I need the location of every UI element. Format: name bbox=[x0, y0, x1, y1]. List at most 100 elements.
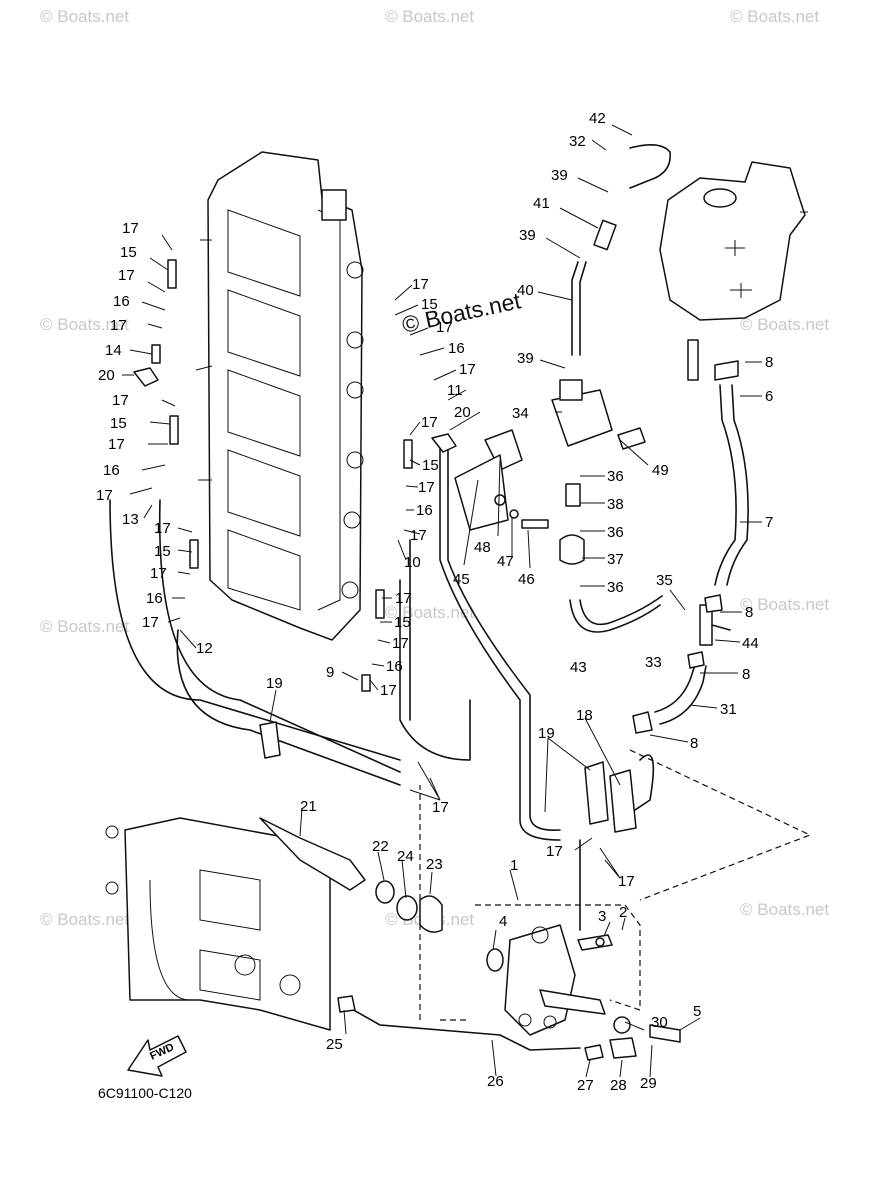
callout-17: 17 bbox=[546, 843, 563, 860]
callout-8: 8 bbox=[765, 354, 773, 371]
callout-17: 17 bbox=[150, 565, 167, 582]
watermark: © Boats.net bbox=[385, 603, 474, 622]
callout-17: 17 bbox=[108, 436, 125, 453]
callout-16: 16 bbox=[448, 340, 465, 357]
callout-16: 16 bbox=[386, 658, 403, 675]
callout-19: 19 bbox=[266, 675, 283, 692]
callout-46: 46 bbox=[518, 571, 535, 588]
callout-17: 17 bbox=[395, 590, 412, 607]
callout-17: 17 bbox=[118, 267, 135, 284]
callout-29: 29 bbox=[640, 1075, 657, 1092]
callout-28: 28 bbox=[610, 1077, 627, 1094]
callout-17: 17 bbox=[380, 682, 397, 699]
hardware bbox=[133, 259, 739, 1061]
callout-41: 41 bbox=[533, 195, 550, 212]
callout-31: 31 bbox=[720, 701, 737, 718]
callout-8: 8 bbox=[745, 604, 753, 621]
callout-17: 17 bbox=[436, 319, 453, 336]
callout-14: 14 bbox=[105, 342, 122, 359]
callout-17: 17 bbox=[154, 520, 171, 537]
callout-24: 24 bbox=[397, 848, 414, 865]
callout-40: 40 bbox=[517, 282, 534, 299]
callout-21: 21 bbox=[300, 798, 317, 815]
watermark: © Boats.net bbox=[385, 7, 474, 26]
callout-17: 17 bbox=[392, 635, 409, 652]
callout-8: 8 bbox=[690, 735, 698, 752]
callout-17: 17 bbox=[110, 317, 127, 334]
callout-3: 3 bbox=[598, 908, 606, 925]
watermark: © Boats.net bbox=[740, 900, 829, 919]
hoses bbox=[109, 144, 812, 1051]
lower-engine-block bbox=[105, 817, 331, 1031]
callout-1: 1 bbox=[510, 857, 518, 874]
callout-35: 35 bbox=[656, 572, 673, 589]
callout-22: 22 bbox=[372, 838, 389, 855]
callout-16: 16 bbox=[416, 502, 433, 519]
callout-2: 2 bbox=[619, 904, 627, 921]
callout-18: 18 bbox=[576, 707, 593, 724]
callout-32: 32 bbox=[569, 133, 586, 150]
callout-36: 36 bbox=[607, 579, 624, 596]
callout-30: 30 bbox=[651, 1014, 668, 1031]
callout-15: 15 bbox=[110, 415, 127, 432]
watermark: © Boats.net bbox=[740, 315, 829, 334]
callout-16: 16 bbox=[146, 590, 163, 607]
leader-lines bbox=[122, 124, 762, 1078]
part-callouts: 42 32 39 41 39 40 39 8 6 7 34 49 36 38 3… bbox=[96, 110, 773, 1094]
callout-17: 17 bbox=[618, 873, 635, 890]
callout-17: 17 bbox=[432, 799, 449, 816]
callout-20: 20 bbox=[98, 367, 115, 384]
callout-8: 8 bbox=[742, 666, 750, 683]
callout-15: 15 bbox=[422, 457, 439, 474]
callout-49: 49 bbox=[652, 462, 669, 479]
watermark: © Boats.net bbox=[40, 315, 129, 334]
callout-36: 36 bbox=[607, 468, 624, 485]
callout-44: 44 bbox=[742, 635, 759, 652]
callout-20: 20 bbox=[454, 404, 471, 421]
watermark: © Boats.net bbox=[740, 595, 829, 614]
callout-25: 25 bbox=[326, 1036, 343, 1053]
callout-48: 48 bbox=[474, 539, 491, 556]
vapor-separator-tank bbox=[659, 161, 808, 381]
watermark: © Boats.net bbox=[40, 617, 129, 636]
callout-17: 17 bbox=[459, 361, 476, 378]
callout-4: 4 bbox=[499, 913, 507, 930]
fwd-arrow-icon: FWD bbox=[127, 1035, 187, 1077]
callout-27: 27 bbox=[577, 1077, 594, 1094]
callout-17: 17 bbox=[418, 479, 435, 496]
callout-45: 45 bbox=[453, 571, 470, 588]
callout-10: 10 bbox=[404, 554, 421, 571]
callout-11: 11 bbox=[447, 382, 463, 399]
callout-15: 15 bbox=[421, 296, 438, 313]
callout-7: 7 bbox=[765, 514, 773, 531]
callout-12: 12 bbox=[196, 640, 213, 657]
callout-5: 5 bbox=[693, 1003, 701, 1020]
callout-37: 37 bbox=[607, 551, 624, 568]
callout-23: 23 bbox=[426, 856, 443, 873]
callout-9: 9 bbox=[326, 664, 334, 681]
callout-17: 17 bbox=[142, 614, 159, 631]
callout-15: 15 bbox=[394, 614, 411, 631]
brand-watermark: © Boats.net bbox=[400, 287, 524, 338]
callout-16: 16 bbox=[103, 462, 120, 479]
watermark: © Boats.net bbox=[40, 910, 129, 929]
diagram-code: 6C91100-C120 bbox=[98, 1085, 192, 1101]
callout-47: 47 bbox=[497, 553, 514, 570]
callout-43: 43 bbox=[570, 659, 587, 676]
callout-42: 42 bbox=[589, 110, 606, 127]
callout-15: 15 bbox=[120, 244, 137, 261]
callout-39: 39 bbox=[517, 350, 534, 367]
callout-17: 17 bbox=[122, 220, 139, 237]
callout-13: 13 bbox=[122, 511, 139, 528]
callout-39: 39 bbox=[551, 167, 568, 184]
callout-17: 17 bbox=[112, 392, 129, 409]
callout-34: 34 bbox=[512, 405, 529, 422]
callout-17: 17 bbox=[96, 487, 113, 504]
callout-17: 17 bbox=[421, 414, 438, 431]
watermark: © Boats.net bbox=[730, 7, 819, 26]
callout-26: 26 bbox=[487, 1073, 504, 1090]
callout-39: 39 bbox=[519, 227, 536, 244]
callout-33: 33 bbox=[645, 654, 662, 671]
callout-38: 38 bbox=[607, 496, 624, 513]
